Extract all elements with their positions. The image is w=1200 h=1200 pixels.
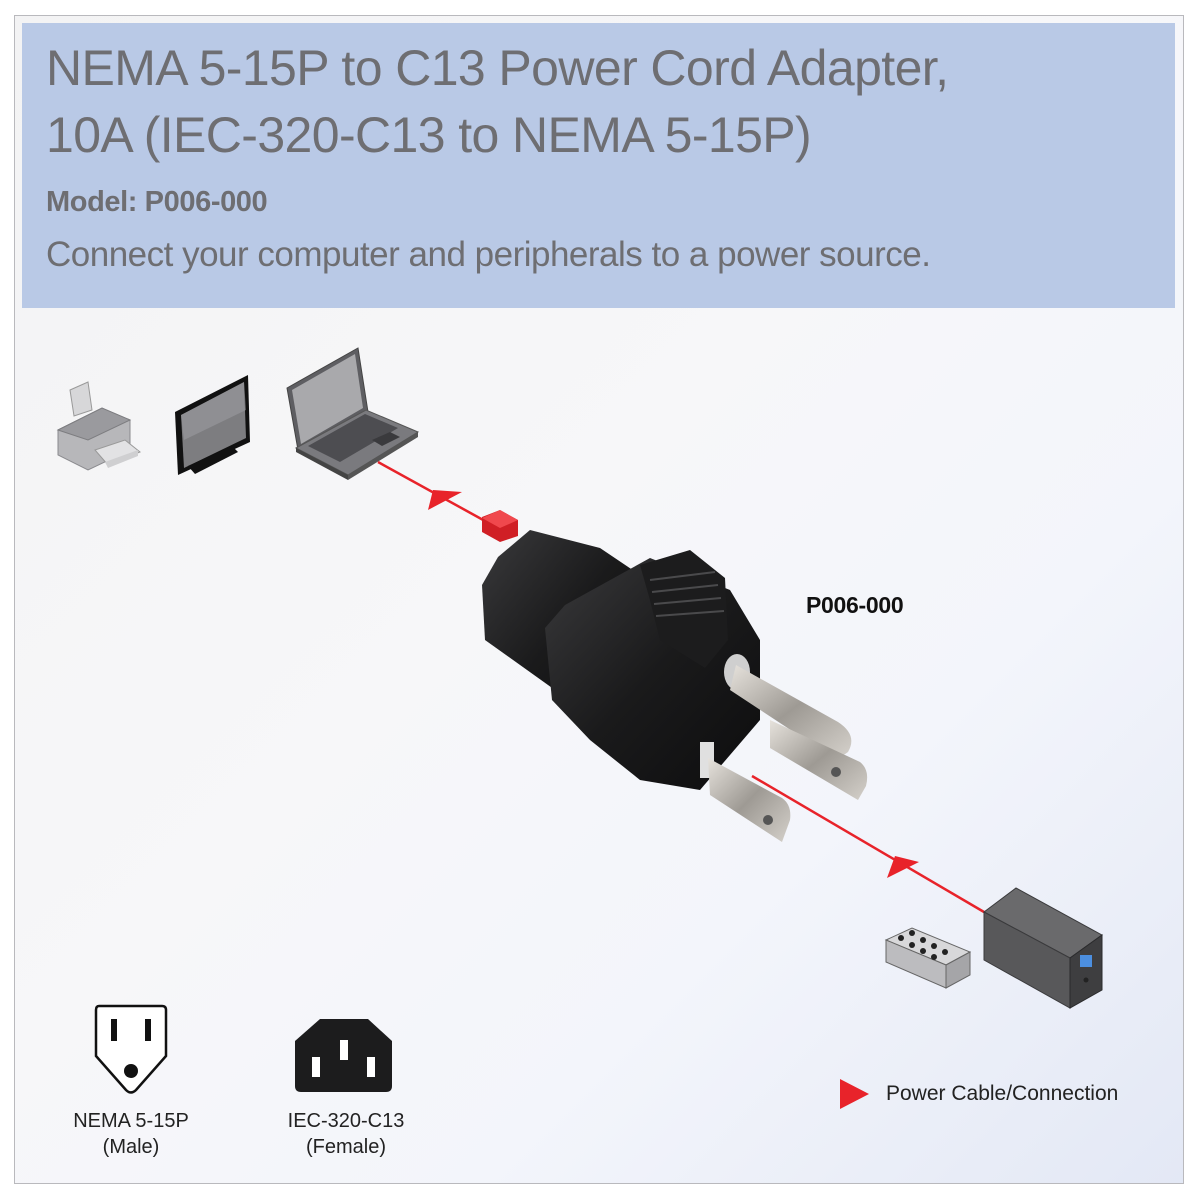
legend: Power Cable/Connection (838, 1078, 1118, 1110)
product-label: P006-000 (806, 592, 904, 618)
legend-label: Power Cable/Connection (886, 1082, 1119, 1105)
cable-from-ups (751, 774, 985, 914)
title-line-1: NEMA 5-15P to C13 Power Cord Adapter, (46, 40, 949, 96)
arrow-icon (887, 856, 919, 878)
power-strip-icon (884, 927, 972, 989)
iec-label-line-2: (Female) (305, 1136, 386, 1158)
printer-icon (56, 381, 141, 471)
nema-label-line-2: (Male) (102, 1136, 160, 1158)
cable-to-laptop (377, 460, 518, 542)
nema-5-15p-label: NEMA 5-15P (Male) (58, 1108, 204, 1160)
model-number: Model: P006-000 (46, 186, 268, 218)
nema-label-line-1: NEMA 5-15P (73, 1110, 189, 1132)
laptop-icon (286, 347, 420, 480)
arrow-icon (428, 490, 462, 510)
subtitle: Connect your computer and peripherals to… (46, 235, 931, 274)
iec-c13-icon (295, 1019, 392, 1092)
adapter-icon (482, 530, 868, 842)
red-triangle-icon (840, 1079, 869, 1109)
monitor-icon (175, 375, 250, 475)
nema-5-15p-icon (94, 1004, 168, 1094)
header-banner: NEMA 5-15P to C13 Power Cord Adapter, 10… (22, 23, 1175, 308)
title-line-2: 10A (IEC-320-C13 to NEMA 5-15P) (46, 107, 812, 163)
iec-c13-label: IEC-320-C13 (Female) (270, 1108, 422, 1160)
page-title: NEMA 5-15P to C13 Power Cord Adapter, 10… (46, 35, 1166, 169)
iec-label-line-1: IEC-320-C13 (287, 1110, 405, 1132)
ups-icon (983, 887, 1103, 1009)
